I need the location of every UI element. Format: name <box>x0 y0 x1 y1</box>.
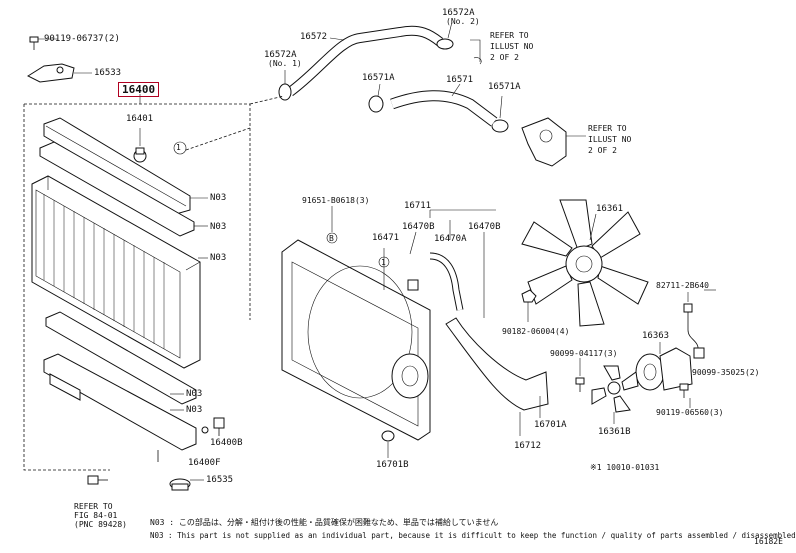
label-90182[interactable]: 90182-06004(4) <box>502 327 570 336</box>
radiator-bottom-tank <box>43 353 197 462</box>
label-16701a[interactable]: 16701A <box>534 420 567 430</box>
screw-icon <box>575 377 689 398</box>
note-n03-japanese: N03 : この部品は、分解・組付け後の性能・品質確保が困難なため、単品では補給… <box>150 518 499 527</box>
shroud-lower-16712 <box>445 317 549 411</box>
label-16572a-top[interactable]: 16572A <box>442 8 475 18</box>
refer-bottom-line3: (PNC 89428) <box>74 520 127 529</box>
label-16400f[interactable]: 16400F <box>188 458 221 468</box>
footnote-ref: ※1 10010-01031 <box>590 463 660 472</box>
label-16400[interactable]: 16400 <box>118 82 160 97</box>
drain-cock-icon <box>201 417 225 436</box>
radiator-cap-icon <box>169 478 191 491</box>
label-90119-06560[interactable]: 90119-06560(3) <box>656 408 724 417</box>
label-91651[interactable]: 91651-B0618(3) <box>302 196 370 205</box>
wire-harness-icon <box>683 303 705 359</box>
label-16470b-a[interactable]: 16470B <box>402 222 435 232</box>
label-16572a-left[interactable]: 16572A <box>264 50 297 60</box>
label-n03-d[interactable]: N03 <box>186 389 203 399</box>
label-n03-b[interactable]: N03 <box>210 222 227 232</box>
water-outlet-icon <box>521 117 567 167</box>
refer-top-line2[interactable]: ILLUST NO <box>490 42 534 51</box>
bracket-icon <box>26 63 75 83</box>
hose-clamp-icon <box>278 38 509 133</box>
label-16711[interactable]: 16711 <box>404 201 432 211</box>
label-16470a[interactable]: 16470A <box>434 234 467 244</box>
label-16471[interactable]: 16471 <box>372 233 400 243</box>
label-16572a-left-note: (No. 1) <box>268 59 302 68</box>
label-90099-04117[interactable]: 90099-04117(3) <box>550 349 618 358</box>
small-fan-16361b <box>591 365 639 413</box>
label-16572a-top-note: (No. 2) <box>446 17 480 26</box>
reservoir-hose <box>429 252 464 311</box>
refer-top-line1: REFER TO <box>490 31 529 40</box>
label-n03-a[interactable]: N03 <box>210 193 227 203</box>
label-90119-06737[interactable]: 90119-06737(2) <box>44 34 120 44</box>
refer-bottom-line1: REFER TO <box>74 502 113 511</box>
label-16571a-right[interactable]: 16571A <box>488 82 521 92</box>
label-16361b[interactable]: 16361B <box>598 427 631 437</box>
label-16701b[interactable]: 16701B <box>376 460 409 470</box>
refer-mid-line2[interactable]: ILLUST NO <box>588 135 632 144</box>
callout-circle-b: B <box>329 234 334 243</box>
cooling-fan-16361 <box>521 199 649 327</box>
label-n03-c[interactable]: N03 <box>210 253 227 263</box>
label-16535[interactable]: 16535 <box>206 475 234 485</box>
label-16400b[interactable]: 16400B <box>210 438 243 448</box>
label-16571a-left[interactable]: 16571A <box>362 73 395 83</box>
label-16571[interactable]: 16571 <box>446 75 474 85</box>
grommet-icon <box>381 430 395 442</box>
radiator-core <box>31 175 201 369</box>
refer-top-line3: 2 OF 2 <box>490 53 519 62</box>
label-16363[interactable]: 16363 <box>642 331 670 341</box>
label-16533[interactable]: 16533 <box>94 68 122 78</box>
label-16712[interactable]: 16712 <box>514 441 542 451</box>
refer-mid-line1: REFER TO <box>588 124 627 133</box>
fitting-icon <box>87 475 108 485</box>
callout-circle-1-shroud: 1 <box>381 258 386 267</box>
label-16361[interactable]: 16361 <box>596 204 624 214</box>
label-16401[interactable]: 16401 <box>126 114 154 124</box>
bolt-icon <box>29 36 39 50</box>
refer-mid-line3: 2 OF 2 <box>588 146 617 155</box>
fan-shroud-16711 <box>281 239 431 441</box>
note-n03-english: N03 : This part is not supplied as an in… <box>150 531 796 540</box>
label-90099-35025[interactable]: 90099-35025(2) <box>692 368 760 377</box>
callout-circle-1: 1 <box>176 143 181 152</box>
label-16470b-b[interactable]: 16470B <box>468 222 501 232</box>
label-82711[interactable]: 82711-2B640 <box>656 281 709 290</box>
label-n03-e[interactable]: N03 <box>186 405 203 415</box>
upper-hose-16572 <box>287 25 444 97</box>
lower-hose-16571 <box>390 90 498 127</box>
diagram-id: 16182E <box>754 537 783 546</box>
refer-bottom-line2[interactable]: FIG 84-01 <box>74 511 118 520</box>
radiator-top-tank <box>43 117 191 215</box>
nut-icon <box>521 289 537 303</box>
label-16572[interactable]: 16572 <box>300 32 328 42</box>
